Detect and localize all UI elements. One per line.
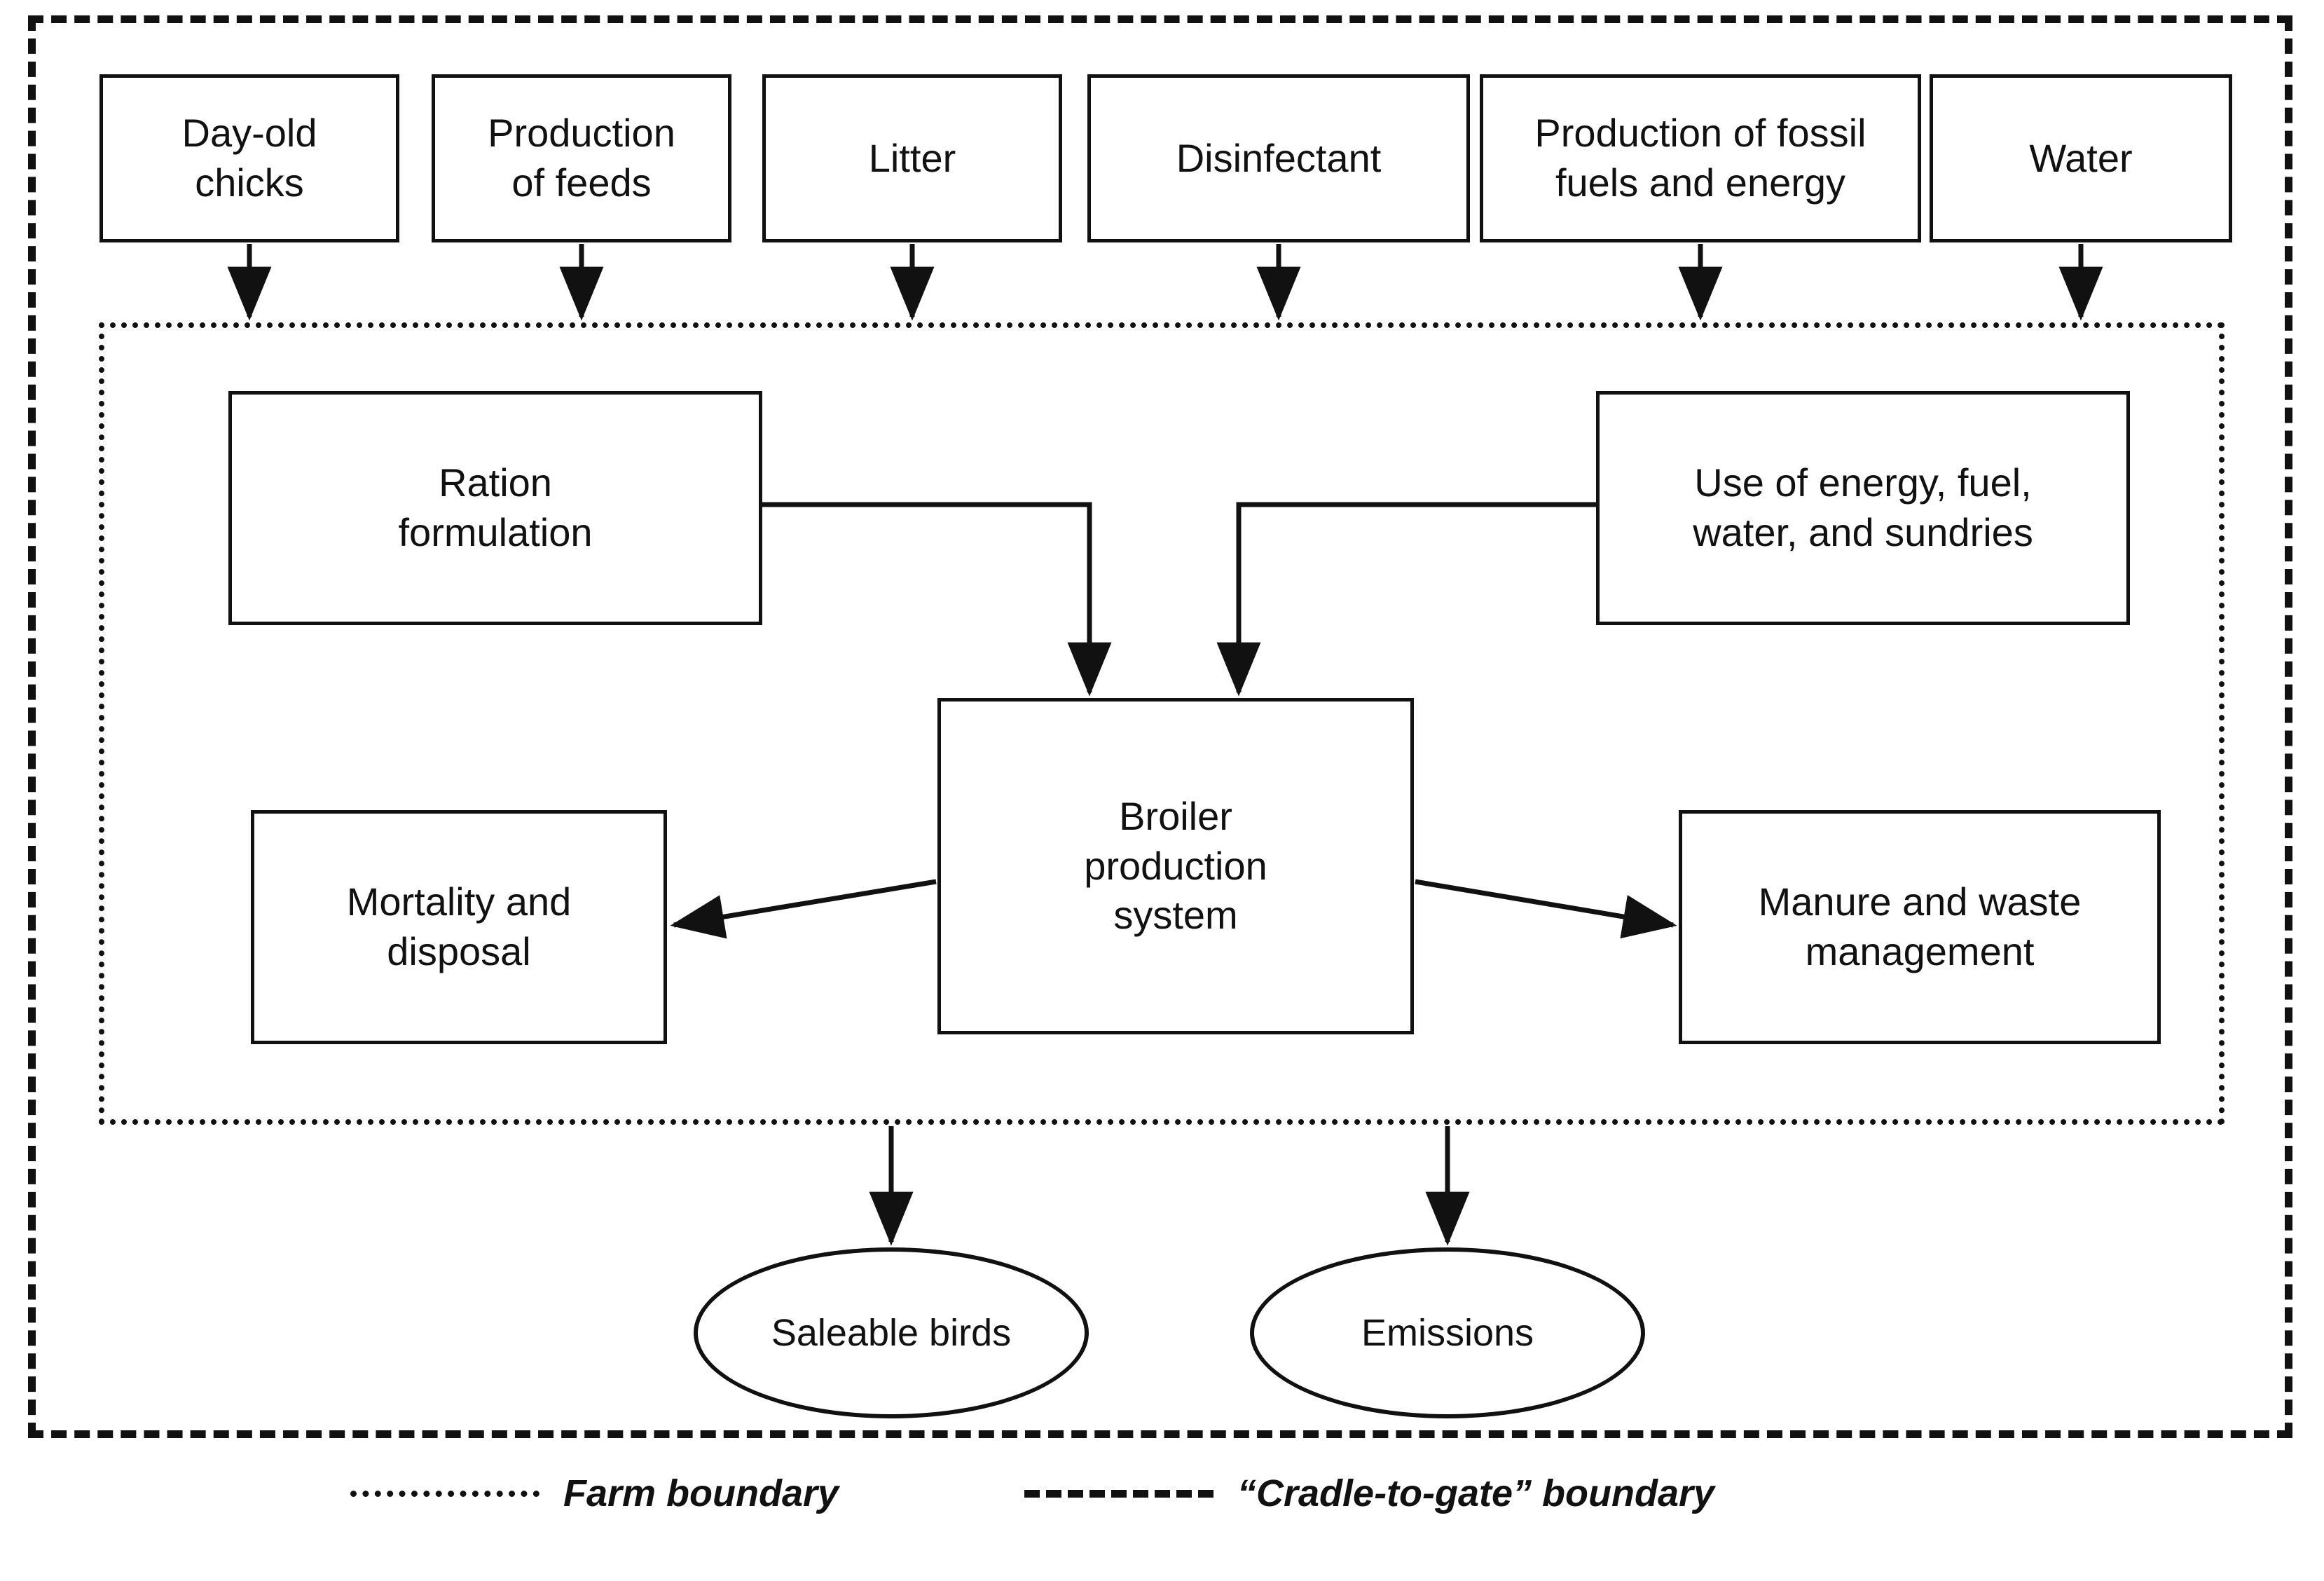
- input-box-production-of-feeds[interactable]: Production of feeds: [432, 74, 731, 242]
- input-box-water[interactable]: Water: [1930, 74, 2232, 242]
- process-box-use-of-energy-fuel-water-and-sundries[interactable]: Use of energy, fuel, water, and sundries: [1596, 391, 2130, 625]
- arrow-broiler-to-manure: [1415, 879, 1677, 939]
- input-box-day-old-chicks[interactable]: Day-old chicks: [99, 74, 399, 242]
- process-box-manure-and-waste-management[interactable]: Manure and waste management: [1679, 810, 2161, 1044]
- process-box-broiler-production-system[interactable]: Broiler production system: [937, 698, 1414, 1034]
- legend-label-farm-boundary: Farm boundary: [563, 1472, 839, 1514]
- legend-label-cradle-to-gate-boundary: “Cradle-to-gate” boundary: [1237, 1472, 1715, 1514]
- process-box-ration-formulation[interactable]: Ration formulation: [228, 391, 762, 625]
- output-ellipse-emissions[interactable]: Emissions: [1250, 1247, 1645, 1418]
- dashed-line-swatch-icon: [1024, 1489, 1213, 1498]
- arrow-broiler-to-mortality: [670, 879, 937, 939]
- legend-farm-boundary: Farm boundary: [350, 1472, 839, 1515]
- input-box-production-of-fossil-fuels-and-energy[interactable]: Production of fossil fuels and energy: [1480, 74, 1921, 242]
- input-box-litter[interactable]: Litter: [762, 74, 1062, 242]
- output-ellipse-saleable-birds[interactable]: Saleable birds: [694, 1247, 1089, 1418]
- input-box-disinfectant[interactable]: Disinfectant: [1087, 74, 1470, 242]
- legend-cradle-to-gate-boundary: “Cradle-to-gate” boundary: [1024, 1472, 1714, 1515]
- connector-energy-to-broiler: [1216, 502, 1596, 697]
- dotted-line-swatch-icon: [350, 1490, 539, 1497]
- process-box-mortality-and-disposal[interactable]: Mortality and disposal: [251, 810, 667, 1044]
- connector-ration-to-broiler: [762, 502, 1112, 697]
